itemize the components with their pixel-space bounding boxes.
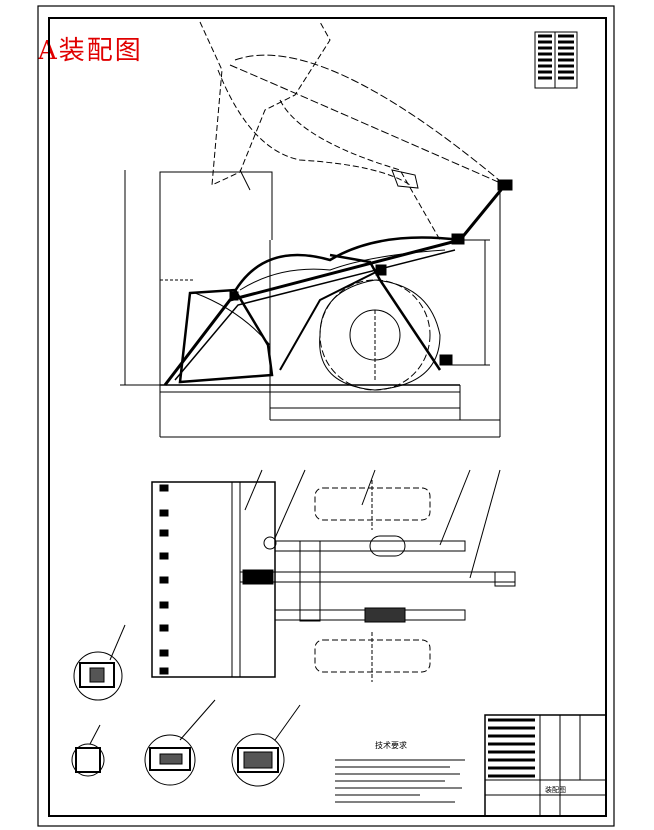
frame-outline [159, 171, 273, 385]
detail-hatch-3 [159, 753, 183, 765]
assembly-stamp-label: A装配图 [38, 36, 143, 66]
lower-pivot-block [439, 354, 453, 366]
bucket-lip [194, 292, 271, 346]
top-view [151, 469, 516, 682]
bucket-teeth [159, 484, 169, 675]
title-block-text-marks [488, 718, 535, 778]
top-pivot-block [497, 179, 513, 191]
mid-pivot-block [451, 233, 465, 245]
title-block-frame [484, 714, 607, 817]
leader-3 [361, 469, 376, 506]
raised-arm-dashed [217, 69, 411, 186]
leader-5 [469, 469, 501, 579]
rocker-pivot-block [375, 264, 387, 276]
parameter-table-rows [538, 34, 574, 80]
detail-part-3 [149, 747, 191, 771]
boom-raised-dashed-1 [229, 64, 506, 186]
rocker-link [228, 236, 461, 301]
boom-arm [163, 184, 507, 386]
boom-end-block [494, 571, 516, 587]
detail-hatch-1 [89, 667, 105, 683]
bucket-plan [151, 481, 276, 678]
pivot-line [239, 169, 251, 191]
title-block: 装配图 [484, 714, 607, 817]
tech-requirements-lines [335, 759, 465, 803]
inner-border [48, 17, 607, 817]
detail-leader-3 [179, 699, 216, 741]
leader-1 [244, 469, 263, 511]
cylinder-head-upper [369, 535, 406, 557]
detail-part-1 [79, 662, 115, 688]
leader-2 [274, 469, 306, 539]
detail-circle-1 [73, 651, 123, 701]
tilt-link [279, 269, 381, 371]
detail-part-2 [75, 747, 101, 773]
detail-hatch-4 [243, 751, 273, 769]
boom-raised-dashed-2 [234, 54, 506, 186]
center-boom [239, 571, 516, 583]
detail-leader-4 [274, 704, 301, 741]
wheel-tyre [319, 279, 441, 391]
side-view [120, 21, 513, 438]
cab-block [391, 169, 419, 189]
detail-leader-1 [109, 624, 126, 661]
rocker-link-inner [239, 249, 446, 291]
cylinder-head-lower [364, 607, 406, 623]
detail-circle-4 [231, 733, 285, 787]
raised-bucket-outline [199, 21, 331, 186]
detail-part-4 [237, 747, 279, 773]
boom-joint [242, 569, 274, 585]
detail-views [71, 624, 301, 787]
lift-cylinder [329, 253, 442, 371]
bucket-pivot-block [229, 291, 239, 301]
detail-circle-3 [144, 734, 196, 786]
title-block-name: 装配图 [545, 785, 566, 794]
detail-leader-2 [89, 724, 101, 745]
leader-4 [439, 469, 471, 546]
link-raised-dashed [279, 99, 441, 241]
cross-member [299, 540, 321, 622]
pin-upper [263, 536, 277, 550]
tech-requirements-title: 技术要求 [375, 740, 407, 750]
parameter-table [534, 31, 578, 89]
outer-border [37, 5, 615, 827]
detail-circle-2 [71, 743, 105, 777]
parameter-table-frame [534, 31, 578, 89]
